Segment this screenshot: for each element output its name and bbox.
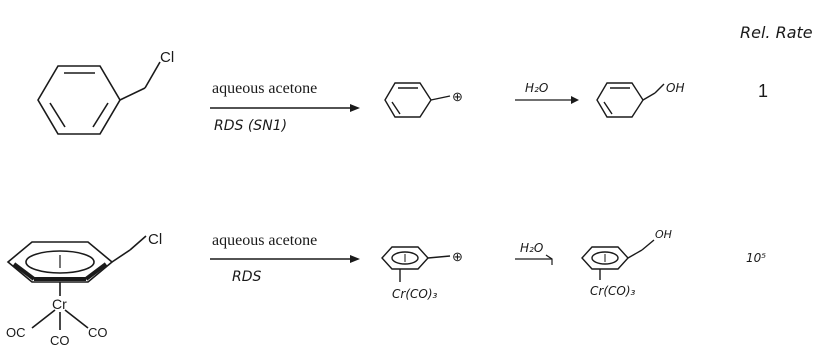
condition-bottom-2: RDS bbox=[232, 269, 262, 285]
cation-metal-label: Cr(CO)₃ bbox=[392, 287, 438, 301]
cation-charge-1: ⊕ bbox=[452, 89, 463, 104]
complexed-cation-structure bbox=[381, 246, 451, 282]
ligand-co-left: OC bbox=[6, 325, 26, 340]
cation-charge-2: ⊕ bbox=[452, 249, 463, 264]
chromium-atom: Cr bbox=[52, 296, 67, 312]
reaction-arrow-1b bbox=[515, 96, 579, 104]
product-group-2: OH bbox=[655, 228, 672, 241]
product-group-1: OH bbox=[666, 81, 684, 95]
reaction-arrow-2b bbox=[515, 254, 553, 265]
complexed-alcohol-structure bbox=[581, 239, 655, 280]
condition-top-1: aqueous acetone bbox=[212, 80, 317, 97]
reaction-2: Cl Cr OC CO CO aqueous acetone RDS ⊕ Cr(… bbox=[6, 228, 766, 345]
water-reagent-2: H₂O bbox=[520, 241, 543, 255]
reaction-arrow-1 bbox=[210, 104, 360, 112]
substituent-cl-1: Cl bbox=[160, 49, 174, 66]
product-metal-label: Cr(CO)₃ bbox=[590, 284, 636, 298]
rel-rate-header: Rel. Rate bbox=[740, 23, 813, 42]
condition-bottom-1: RDS (SN1) bbox=[214, 118, 287, 134]
benzyl-chloride-structure bbox=[37, 61, 161, 135]
substituent-cl-2: Cl bbox=[148, 231, 162, 248]
reaction-1: Cl aqueous acetone RDS (SN1) ⊕ H₂O bbox=[37, 49, 768, 135]
chromium-arene-complex-structure bbox=[6, 235, 147, 330]
water-reagent-1: H₂O bbox=[525, 81, 548, 95]
ligand-co-bottom: CO bbox=[50, 333, 70, 345]
ligand-co-right: CO bbox=[88, 325, 108, 340]
rel-rate-value-2: 10⁵ bbox=[746, 251, 766, 265]
benzyl-alcohol-structure bbox=[596, 82, 665, 118]
condition-top-2: aqueous acetone bbox=[212, 232, 317, 249]
rel-rate-value-1: 1 bbox=[758, 81, 768, 101]
reaction-arrow-2 bbox=[210, 255, 360, 263]
benzyl-cation-structure bbox=[384, 82, 451, 118]
